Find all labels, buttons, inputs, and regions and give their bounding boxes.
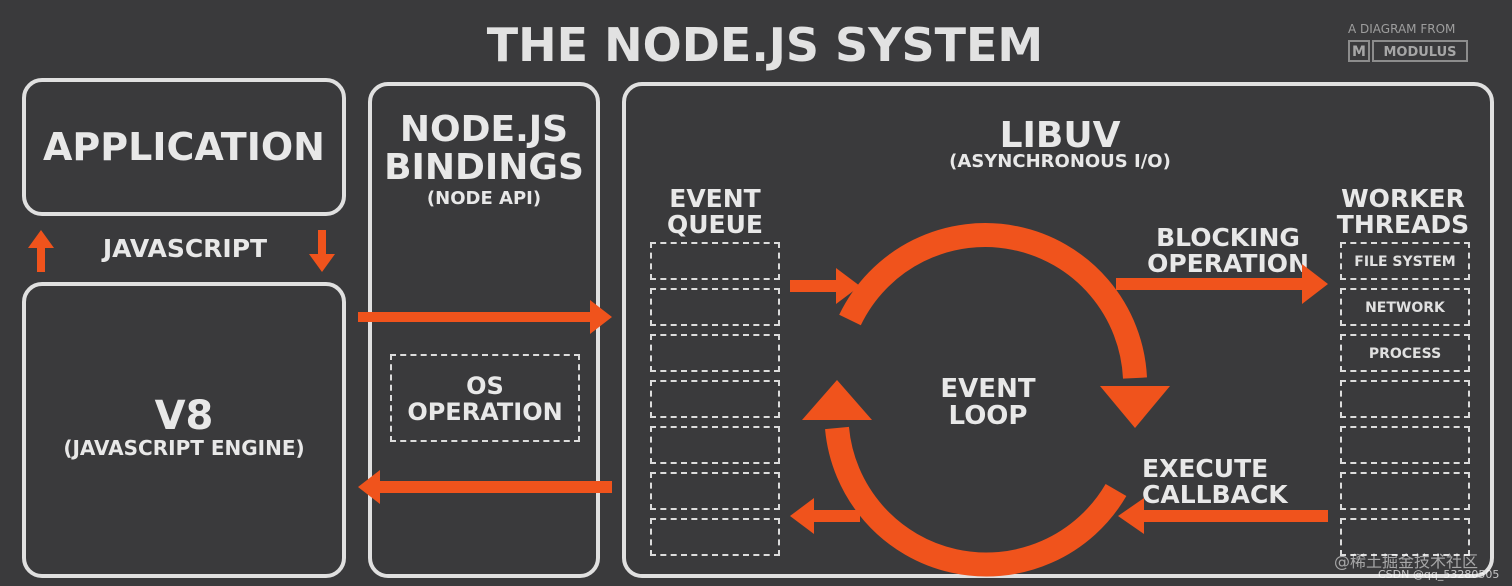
execute-callback-line1: EXECUTE <box>1142 454 1269 483</box>
event-loop-label-line2: LOOP <box>948 401 1028 431</box>
worker-threads-stack: FILE SYSTEM NETWORK PROCESS <box>1340 242 1470 562</box>
blocking-operation-arrow <box>1116 264 1328 304</box>
worker-slot <box>1340 518 1470 556</box>
worker-slot <box>1340 426 1470 464</box>
execute-callback-line2: CALLBACK <box>1142 480 1288 509</box>
worker-threads-label-line2: THREADS <box>1336 210 1470 239</box>
event-loop-label-line1: EVENT <box>940 374 1036 404</box>
os-operation-box <box>390 354 580 442</box>
v8-label: V8 <box>154 393 214 439</box>
worker-slot-file-system: FILE SYSTEM <box>1340 242 1470 280</box>
event-queue-slot <box>650 380 780 418</box>
javascript-label: JAVASCRIPT <box>102 234 268 263</box>
application-label: APPLICATION <box>43 125 325 169</box>
event-loop-head-right <box>1100 386 1170 428</box>
libuv-label: LIBUV <box>999 115 1121 156</box>
event-queue-slot <box>650 242 780 280</box>
worker-item-network: NETWORK <box>1365 300 1445 316</box>
event-loop-arc-top <box>839 223 1147 379</box>
watermark-line2: CSDN @qq_53280505 <box>1378 568 1500 581</box>
blocking-operation-line1: BLOCKING <box>1156 223 1300 252</box>
bindings-sublabel: (NODE API) <box>426 188 542 209</box>
modulus-badge: A DIAGRAM FROM M MODULUS <box>1344 20 1468 66</box>
v8-box <box>22 282 346 578</box>
event-queue-slot <box>650 518 780 556</box>
badge-caption: A DIAGRAM FROM <box>1348 22 1456 36</box>
libuv-box <box>622 82 1494 578</box>
loop-to-queue-arrow <box>790 498 860 534</box>
libuv-to-v8-arrow <box>358 470 612 504</box>
event-queue-stack <box>650 242 780 558</box>
worker-threads-label-line1: WORKER <box>1341 184 1465 213</box>
queue-to-loop-arrow <box>790 268 860 304</box>
execute-callback-arrow <box>1118 498 1328 534</box>
libuv-sublabel: (ASYNCHRONOUS I/O) <box>949 151 1171 172</box>
blocking-operation-line2: OPERATION <box>1147 249 1309 278</box>
worker-slot-process: PROCESS <box>1340 334 1470 372</box>
worker-slot <box>1340 380 1470 418</box>
worker-item-process: PROCESS <box>1368 346 1442 362</box>
os-operation-line2: OPERATION <box>407 398 563 426</box>
worker-slot-network: NETWORK <box>1340 288 1470 326</box>
event-loop-head-left <box>802 380 872 420</box>
js-down-arrow <box>309 230 335 272</box>
watermark-line1: @稀土掘金技术社区 <box>1334 552 1479 571</box>
event-queue-slot <box>650 334 780 372</box>
diagram-title: THE NODE.JS SYSTEM <box>486 18 1044 72</box>
os-operation-line1: OS <box>466 372 504 400</box>
event-queue-slot <box>650 472 780 510</box>
bindings-box <box>368 82 600 578</box>
badge-brand: MODULUS <box>1372 40 1468 62</box>
v8-sublabel: (JAVASCRIPT ENGINE) <box>63 436 305 460</box>
bindings-label-line1: NODE.JS <box>399 109 569 150</box>
bindings-label-line2: BINDINGS <box>384 147 584 188</box>
event-queue-label-line1: EVENT <box>669 184 761 213</box>
v8-to-libuv-arrow <box>358 300 612 334</box>
application-box <box>22 78 346 216</box>
event-queue-slot <box>650 288 780 326</box>
js-up-arrow <box>28 230 54 272</box>
worker-item-file-system: FILE SYSTEM <box>1354 254 1456 270</box>
event-queue-slot <box>650 426 780 464</box>
event-loop-arc-bottom <box>825 426 1127 577</box>
worker-slot <box>1340 472 1470 510</box>
badge-logo-letter: M <box>1348 40 1370 62</box>
event-queue-label-line2: QUEUE <box>666 210 763 239</box>
